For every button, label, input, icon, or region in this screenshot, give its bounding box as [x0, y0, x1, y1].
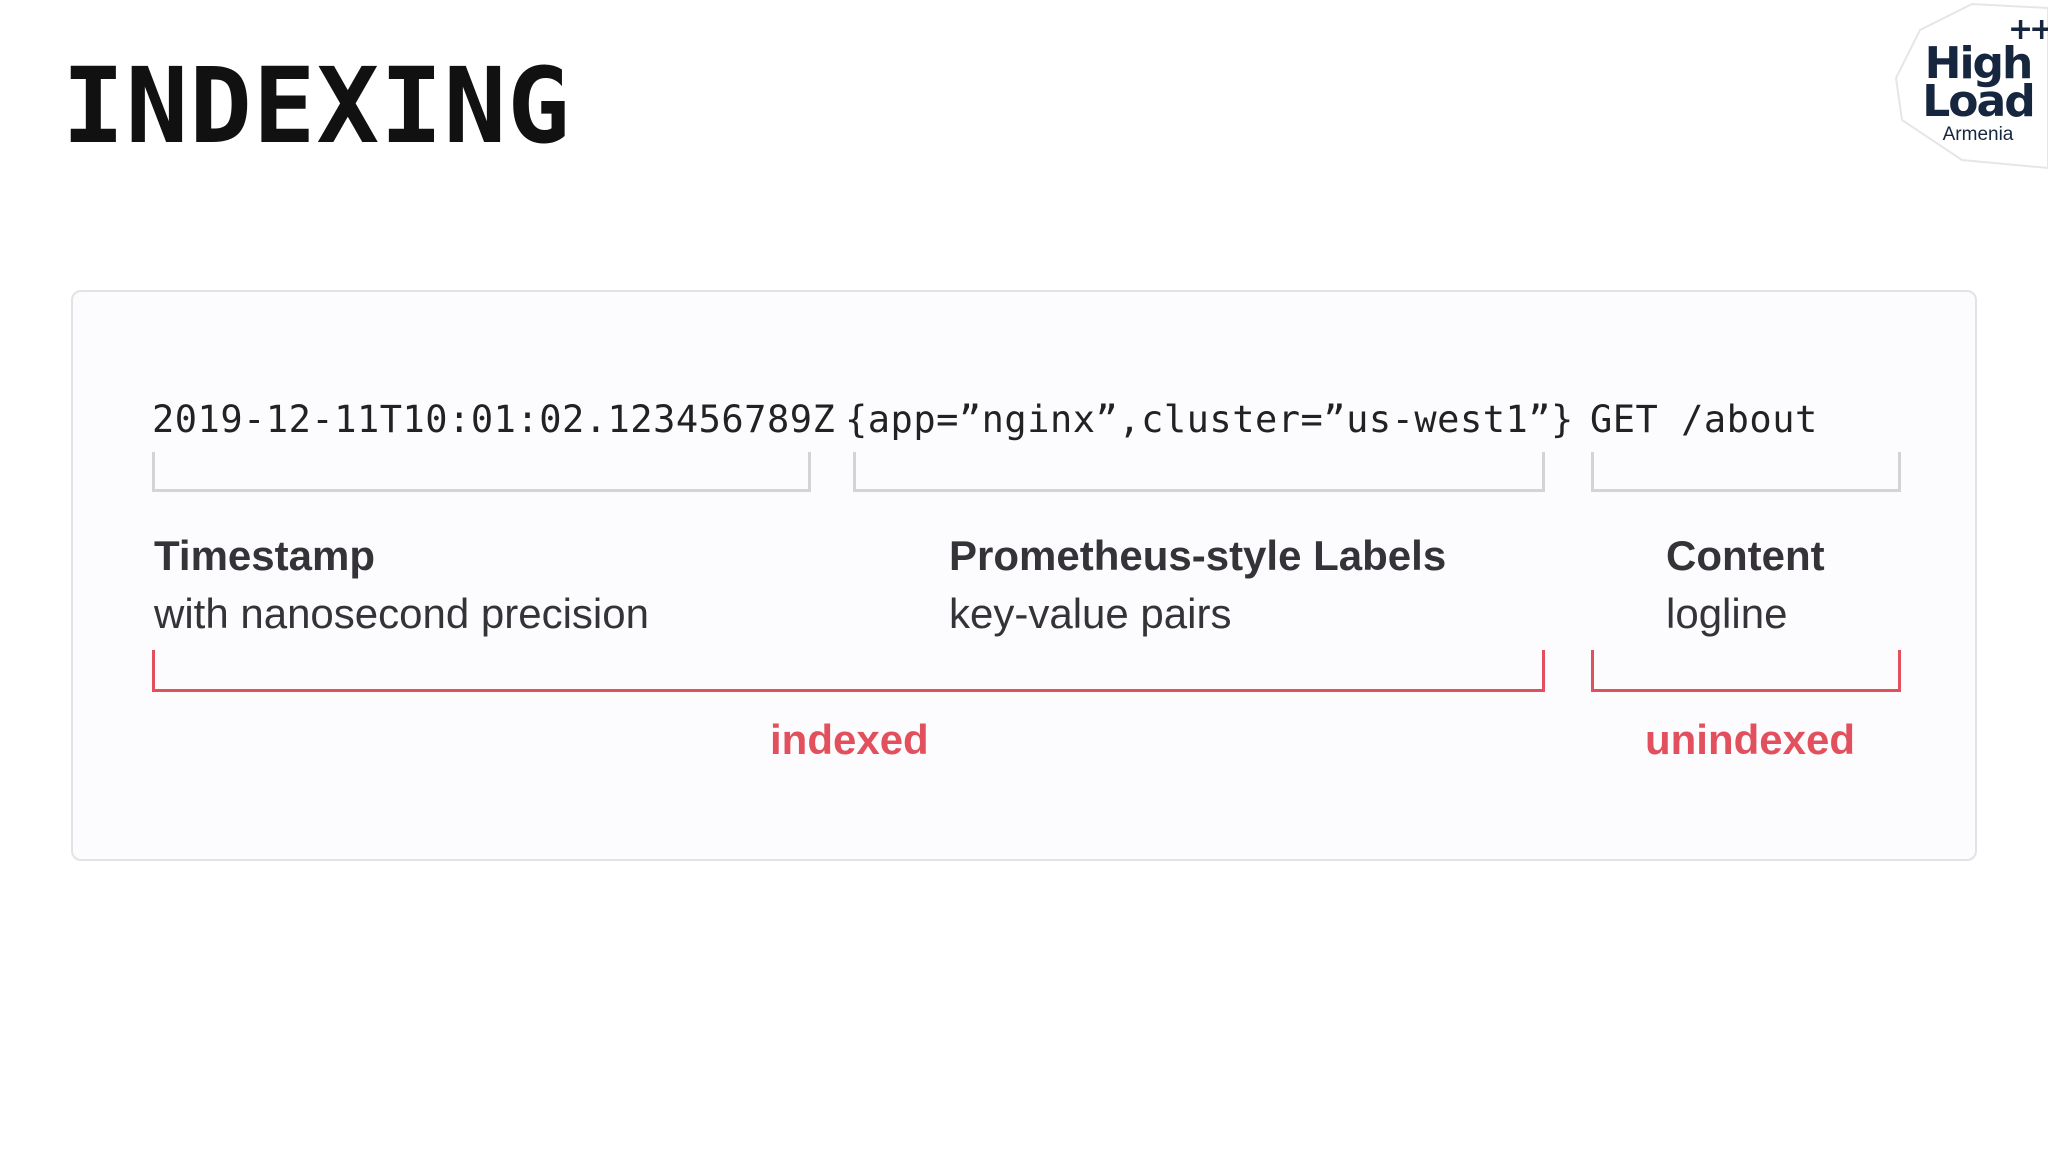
content-bracket [1591, 452, 1901, 492]
unindexed-bracket [1591, 650, 1901, 692]
labels-title: Prometheus-style Labels [949, 532, 1447, 579]
log-content: GET /about [1590, 398, 1818, 441]
log-labels: {app=”nginx”,cluster=”us-west1”} [845, 398, 1574, 441]
logo-plus-mark: ++ [2008, 12, 2048, 47]
content-description: logline [1666, 590, 1788, 637]
labels-bracket [853, 452, 1545, 492]
logo-subtitle: Armenia [1942, 124, 2014, 145]
content-title: Content [1666, 532, 1825, 579]
timestamp-title: Timestamp [154, 532, 375, 579]
logo-word-high: High [1924, 38, 2034, 89]
slide-title: INDEXING [62, 45, 571, 167]
logo-word-load: Load [1922, 76, 2035, 127]
log-timestamp: 2019-12-11T10:01:02.123456789Z [152, 398, 836, 441]
logo-badge-shape [1894, 2, 2048, 170]
labels-description: key-value pairs [949, 590, 1232, 637]
indexed-bracket [152, 650, 1545, 692]
unindexed-label: unindexed [1645, 716, 1856, 763]
indexed-label: indexed [770, 716, 929, 763]
highload-armenia-logo: ++ High Load Armenia [1880, 0, 2048, 172]
timestamp-bracket [152, 452, 811, 492]
log-anatomy-panel [71, 290, 1977, 861]
timestamp-description: with nanosecond precision [154, 590, 649, 637]
